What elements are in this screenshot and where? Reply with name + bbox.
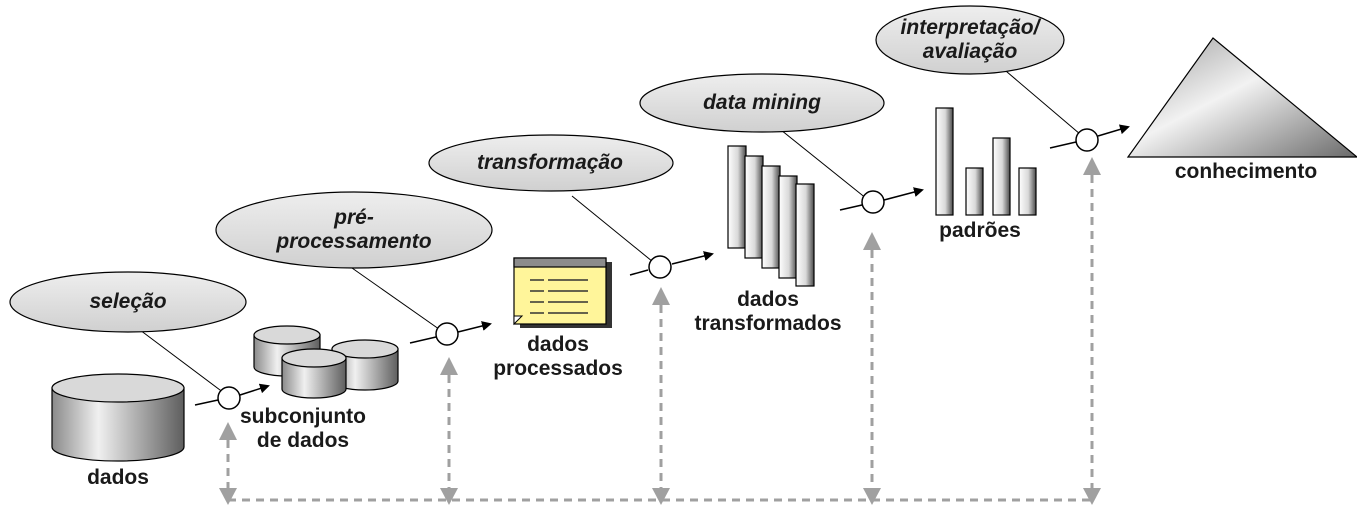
step-interp-line2: avaliação	[922, 40, 1018, 63]
ellipse-interpretacao	[875, 5, 1065, 75]
processed-data-note-icon	[513, 257, 612, 328]
label-padroes: padrões	[939, 219, 1021, 242]
label-dados: dados	[87, 466, 149, 489]
ellipse-selecao	[9, 271, 247, 333]
step-transformacao: transformação	[477, 151, 623, 174]
junction-circles	[217, 128, 1099, 410]
feedback-arrow-5	[1083, 157, 1101, 505]
label-conhecimento: conhecimento	[1174, 160, 1318, 183]
ellipse-data-mining	[639, 73, 885, 133]
label-transformados-line2: transformados	[694, 312, 842, 335]
flow-arrows	[194, 124, 1130, 406]
callout-leaders	[139, 65, 1088, 397]
step-interp-line1: interpretação/	[900, 16, 1040, 39]
label-processados-line2: processados	[493, 357, 623, 380]
feedback-arrow-4	[863, 232, 881, 505]
ellipse-pre-processamento	[215, 191, 493, 269]
feedback-arrow-3	[652, 287, 670, 505]
data-subset-cylinders-icon	[253, 325, 399, 399]
label-processados-line1: dados	[527, 333, 589, 356]
patterns-bars-icon	[935, 107, 1037, 216]
step-pre-line2: processamento	[276, 230, 432, 253]
step-interpretacao-avaliacao: interpretação/ avaliação	[880, 16, 1060, 64]
step-selecao: seleção	[89, 290, 167, 313]
label-subconjunto-line1: subconjunto	[240, 405, 366, 428]
step-ellipses	[9, 5, 1065, 333]
feedback-arrows	[219, 157, 1101, 505]
label-dados-processados: dados processados	[458, 333, 658, 381]
step-pre-processamento: pré- processamento	[234, 206, 474, 254]
feedback-arrow-2	[440, 357, 458, 505]
ellipse-transformacao	[428, 134, 674, 192]
knowledge-triangle-icon	[1126, 37, 1357, 158]
feedback-arrow-1	[219, 422, 237, 505]
step-data-mining: data mining	[703, 91, 821, 114]
database-cylinder-icon	[51, 373, 185, 462]
label-subconjunto-de-dados: subconjunto de dados	[228, 405, 378, 453]
label-subconjunto-line2: de dados	[256, 429, 350, 452]
label-dados-transformados: dados transformados	[668, 288, 868, 336]
label-transformados-line1: dados	[737, 288, 799, 311]
transformed-data-slabs-icon	[727, 145, 815, 287]
step-pre-line1: pré-	[334, 206, 374, 229]
